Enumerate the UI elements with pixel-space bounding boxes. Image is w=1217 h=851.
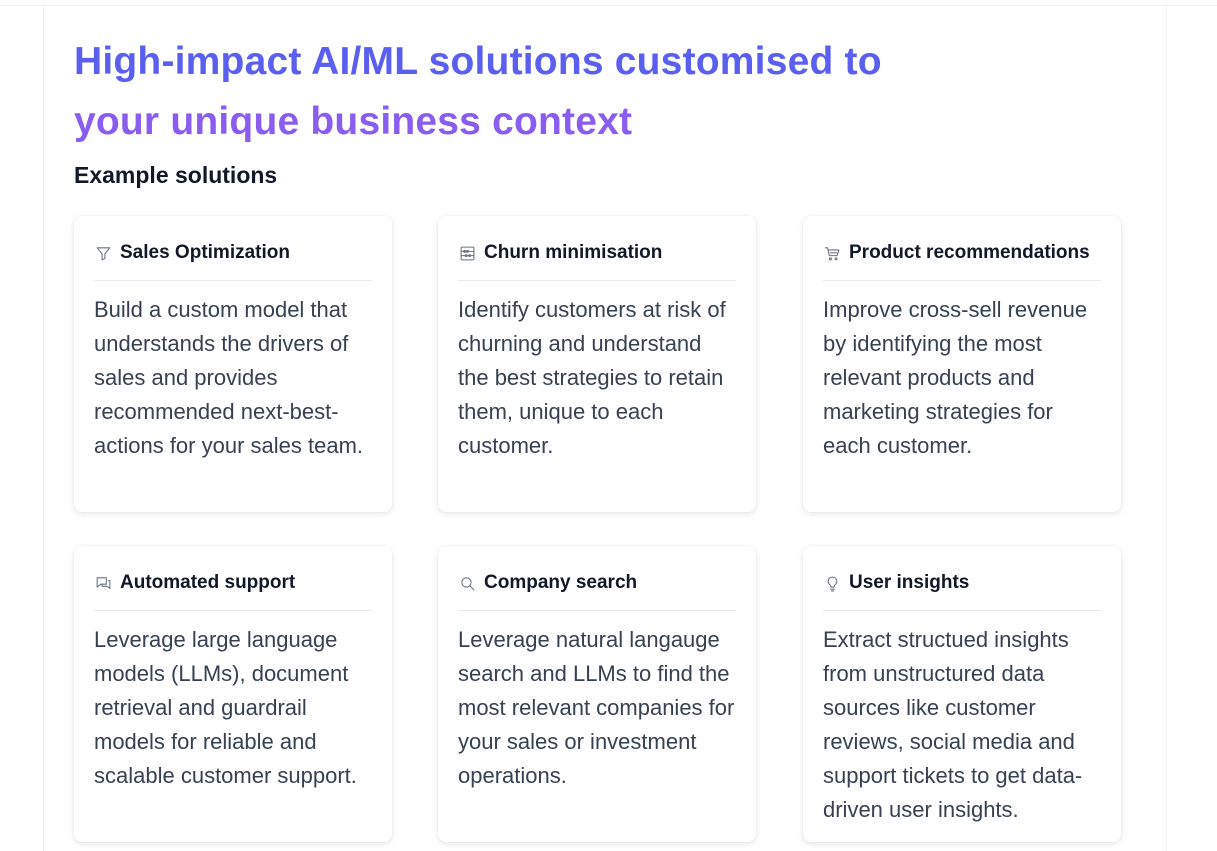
card-description: Leverage natural langauge search and LLM…: [458, 627, 735, 788]
content-panel: High-impact AI/ML solutions customised t…: [43, 6, 1167, 851]
card-title: Company search: [484, 572, 638, 593]
card-header: Automated support: [94, 570, 372, 596]
card-divider: [823, 610, 1101, 611]
card-divider: [458, 610, 736, 611]
card-divider: [94, 280, 372, 281]
card-title: Sales Optimization: [120, 242, 290, 263]
filter-icon: [94, 244, 112, 262]
card-header: Company search: [458, 570, 736, 596]
search-icon: [458, 574, 476, 592]
card-header: Churn minimisation: [458, 240, 736, 266]
card-description: Build a custom model that understands th…: [94, 297, 364, 458]
card-header: Product recommendations: [823, 240, 1101, 266]
card-description: Extract structued insights from unstruct…: [823, 627, 1083, 822]
top-bar: [0, 0, 1217, 6]
lightbulb-icon: [823, 574, 841, 592]
card-description: Improve cross-sell revenue by identifyin…: [823, 297, 1088, 458]
solution-card-automated-support[interactable]: Automated support Leverage large languag…: [74, 546, 392, 842]
card-title: Product recommendations: [849, 242, 1090, 263]
chat-icon: [94, 574, 112, 592]
card-title: Churn minimisation: [484, 242, 663, 263]
headline-line-1: High-impact AI/ML solutions customised t…: [74, 40, 882, 83]
solution-card-sales-optimization[interactable]: Sales Optimization Build a custom model …: [74, 216, 392, 512]
card-title: User insights: [849, 572, 970, 593]
card-divider: [458, 280, 736, 281]
abacus-icon: [458, 244, 476, 262]
cart-icon: [823, 244, 841, 262]
page-headline: High-impact AI/ML solutions customised t…: [74, 32, 974, 152]
section-title: Example solutions: [74, 162, 278, 188]
solution-card-product-recommendations[interactable]: Product recommendations Improve cross-se…: [803, 216, 1121, 512]
card-title: Automated support: [120, 572, 296, 593]
card-header: User insights: [823, 570, 1101, 596]
solution-card-churn-minimisation[interactable]: Churn minimisation Identify customers at…: [438, 216, 756, 512]
solution-card-user-insights[interactable]: User insights Extract structued insights…: [803, 546, 1121, 842]
card-divider: [94, 610, 372, 611]
headline-line-2: your unique business context: [74, 100, 633, 143]
card-divider: [823, 280, 1101, 281]
card-description: Leverage large language models (LLMs), d…: [94, 627, 357, 788]
card-description: Identify customers at risk of churning a…: [458, 297, 726, 458]
card-header: Sales Optimization: [94, 240, 372, 266]
solution-card-company-search[interactable]: Company search Leverage natural langauge…: [438, 546, 756, 842]
